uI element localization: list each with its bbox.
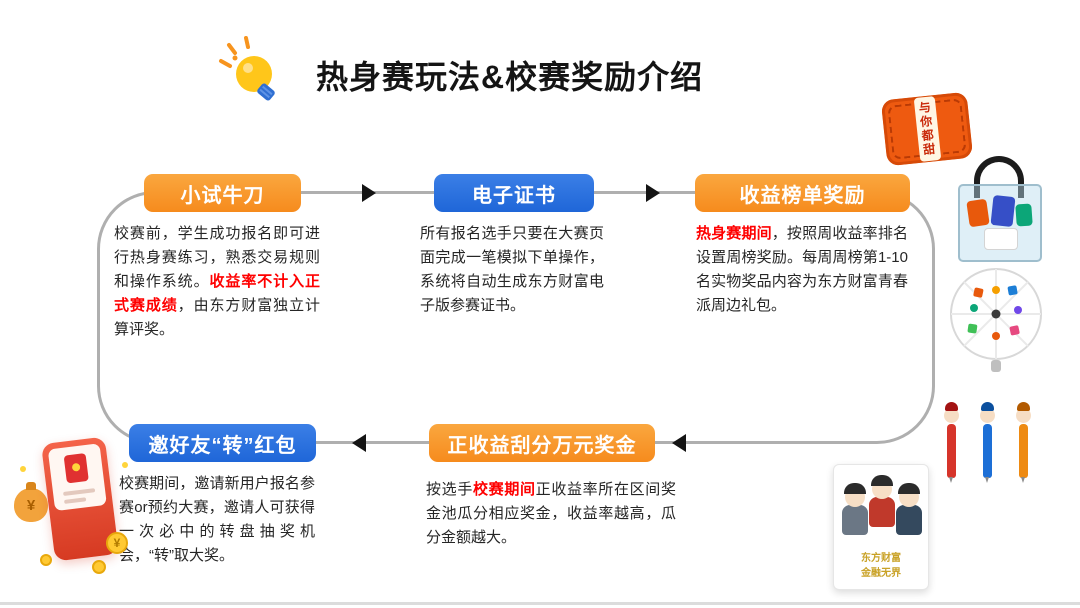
pen-topper-figure <box>1015 402 1031 423</box>
step-desc-bonus-pool: 按选手校赛期间正收益率所在区间奖金池瓜分相应奖金，收益率越高，瓜分金额越大。 <box>426 478 676 550</box>
arrow-right-icon <box>362 184 376 202</box>
desc-text: 所有报名选手只要在大赛页面完成一笔模拟下单操作，系统将自动生成东方财富电子版参赛… <box>420 225 604 314</box>
pillow-text: 与你都甜 <box>913 96 941 162</box>
tote-body <box>958 184 1042 262</box>
tote-content <box>966 198 990 228</box>
prize-umbrella-image <box>950 268 1042 372</box>
prize-tote-bag-image <box>958 156 1042 262</box>
desc-text: 校赛前，学生成功报名即可进行热身赛练习，熟悉交易规则和操作系统。 <box>114 225 320 290</box>
standee-line2: 金融无界 <box>861 568 901 579</box>
red-packet-icon <box>63 452 89 484</box>
sparkle-dot <box>20 466 26 472</box>
pen-blue <box>976 402 998 483</box>
pen-barrel <box>946 424 956 483</box>
pen-topper-figure <box>979 402 995 423</box>
arrow-left-icon <box>672 434 686 452</box>
pen-red <box>940 402 962 483</box>
desc-highlight: 热身赛期间 <box>696 225 772 242</box>
standee-text: 东方财富 金融无界 <box>834 551 928 581</box>
desc-text: ，由东方财富独立计算评奖。 <box>114 297 320 338</box>
screen-line <box>63 497 87 504</box>
coin-icon: ¥ <box>106 532 128 554</box>
character-figure <box>869 475 895 527</box>
step-pill-ranking-reward: 收益榜单奖励 <box>695 174 910 212</box>
step-desc-warmup: 校赛前，学生成功报名即可进行热身赛练习，熟悉交易规则和操作系统。收益率不计入正式… <box>114 222 320 342</box>
standee-line1: 东方财富 <box>861 553 901 564</box>
bottom-divider <box>0 602 1080 605</box>
step-desc-invite-redpacket: 校赛期间，邀请新用户报名参赛or预约大赛，邀请人可获得一次必中的转盘抽奖机会，“… <box>119 472 315 568</box>
pen-topper-figure <box>943 402 959 423</box>
desc-text: ，按照周收益率排名设置周榜奖励。每周周榜第1-10名实物奖品内容为东方财富青春派… <box>696 225 908 314</box>
step-pill-certificate: 电子证书 <box>434 174 594 212</box>
step-desc-ranking-reward: 热身赛期间，按照周收益率排名设置周榜奖励。每周周榜第1-10名实物奖品内容为东方… <box>696 222 908 318</box>
coin-icon <box>40 554 52 566</box>
step-pill-warmup: 小试牛刀 <box>144 174 301 212</box>
prize-pens-image <box>940 402 1040 484</box>
coin-icon <box>92 560 106 574</box>
phone-redpacket-illustration: ¥ ¥ <box>14 436 144 596</box>
desc-text: 校赛期间，邀请新用户报名参赛or预约大赛，邀请人可获得一次必中的转盘抽奖机会，“… <box>119 475 315 564</box>
pen-barrel <box>1018 424 1028 483</box>
phone-screen <box>47 443 107 512</box>
step-desc-certificate: 所有报名选手只要在大赛页面完成一笔模拟下单操作，系统将自动生成东方财富电子版参赛… <box>420 222 604 318</box>
tote-handle <box>974 156 1024 198</box>
tote-content <box>990 194 1016 228</box>
pen-orange <box>1012 402 1034 483</box>
prize-standee-image: 东方财富 金融无界 <box>833 464 929 590</box>
desc-text: 正收益率所在区间奖金池瓜分相应奖金，收益率越高，瓜分金额越大。 <box>426 481 676 546</box>
desc-highlight: 收益率不计入正式赛成绩 <box>114 273 320 314</box>
step-pill-invite-redpacket: 邀好友“转”红包 <box>129 424 316 462</box>
arrow-right-icon <box>646 184 660 202</box>
sparkle-dot <box>122 462 128 468</box>
desc-highlight: 校赛期间 <box>473 481 536 498</box>
tote-label <box>984 228 1018 250</box>
character-figure <box>842 483 868 535</box>
desc-text: 按选手 <box>426 481 473 498</box>
standee-characters <box>834 475 928 545</box>
page-title: 热身赛玩法&校赛奖励介绍 <box>316 59 704 95</box>
character-figure <box>896 483 922 535</box>
pen-barrel <box>982 424 992 483</box>
tote-content <box>1015 203 1033 227</box>
arrow-left-icon <box>352 434 366 452</box>
step-pill-bonus-pool: 正收益刮分万元奖金 <box>429 424 655 462</box>
screen-line <box>63 488 96 496</box>
lightbulb-icon <box>219 36 275 101</box>
money-bag-icon: ¥ <box>14 482 48 522</box>
